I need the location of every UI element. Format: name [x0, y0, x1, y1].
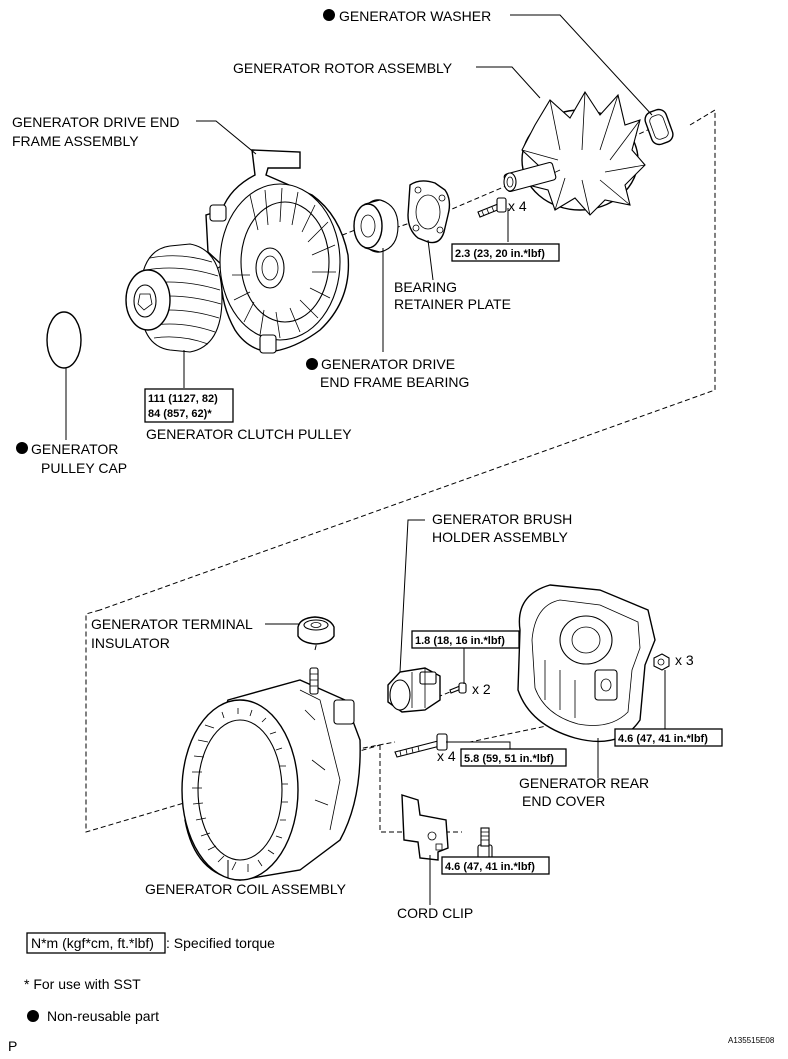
torque-pulley-line1: 111 (1127, 82) — [148, 393, 218, 405]
non-reusable-markers — [16, 9, 335, 1022]
generator-washer-part — [644, 108, 674, 146]
drive-end-frame-bearing-part — [353, 199, 399, 253]
label-bearing-retainer-line2: RETAINER PLATE — [394, 296, 511, 312]
label-pulley-cap-line2: PULLEY CAP — [41, 460, 127, 476]
generator-brush-holder-part — [387, 667, 441, 713]
brush-holder-screw-part — [449, 682, 467, 694]
torque-pulley-line2: 84 (857, 62)* — [148, 408, 212, 420]
generator-rear-end-cover-part — [517, 584, 656, 743]
footer: P A135515E08 — [8, 1036, 775, 1054]
label-cord-clip: CORD CLIP — [397, 905, 473, 921]
legend-torque-description: : Specified torque — [166, 935, 275, 951]
text-labels: GENERATOR WASHER GENERATOR ROTOR ASSEMBL… — [12, 8, 649, 921]
label-terminal-insulator-line1: GENERATOR TERMINAL — [91, 616, 253, 632]
generator-coil-assembly-part — [181, 667, 361, 881]
label-generator-clutch-pulley: GENERATOR CLUTCH PULLEY — [146, 426, 352, 442]
label-drive-end-frame-bearing-line2: END FRAME BEARING — [320, 374, 469, 390]
footer-left-code: P — [8, 1038, 17, 1054]
label-bearing-retainer-line1: BEARING — [394, 279, 457, 295]
torque-retainer-bolts: 2.3 (23, 20 in.*lbf) — [455, 248, 545, 260]
torque-values: 2.3 (23, 20 in.*lbf) 111 (1127, 82) 84 (… — [148, 248, 708, 873]
leader-lines — [65, 14, 666, 905]
generator-clutch-pulley-part — [125, 243, 223, 353]
non-reusable-dot-bearing — [306, 358, 318, 370]
label-generator-rotor-assembly: GENERATOR ROTOR ASSEMBLY — [233, 60, 453, 76]
quantity-labels: x 4 x 2 x 3 x 4 — [437, 198, 694, 764]
cord-clip-part — [401, 794, 449, 861]
label-pulley-cap-line1: GENERATOR — [31, 441, 118, 457]
through-bolt-part — [394, 733, 448, 758]
label-rear-end-cover-line1: GENERATOR REAR — [519, 775, 649, 791]
rear-cover-nut-part — [653, 653, 670, 671]
torque-through-bolts: 5.8 (59, 51 in.*lbf) — [464, 753, 554, 765]
qty-rear-cover-nuts: x 3 — [675, 652, 694, 668]
label-rear-end-cover-line2: END COVER — [522, 793, 605, 809]
non-reusable-dot-pulley-cap — [16, 442, 28, 454]
generator-terminal-insulator-part — [297, 616, 335, 645]
torque-boxes — [26, 243, 723, 954]
torque-cord-clip-bolt: 4.6 (47, 41 in.*lbf) — [445, 861, 535, 873]
qty-brush-holder-screws: x 2 — [472, 681, 491, 697]
generator-pulley-cap-part — [46, 311, 82, 369]
label-generator-washer: GENERATOR WASHER — [339, 8, 491, 24]
qty-retainer-bolts: x 4 — [508, 198, 527, 214]
footer-figure-code: A135515E08 — [728, 1036, 775, 1045]
drive-end-frame-part — [205, 149, 350, 354]
bearing-retainer-plate-part — [407, 180, 451, 244]
non-reusable-dot-washer — [323, 9, 335, 21]
legend-sst-note: * For use with SST — [24, 976, 141, 992]
torque-brush-holder: 1.8 (18, 16 in.*lbf) — [415, 635, 505, 647]
legend: N*m (kgf*cm, ft.*lbf) : Specified torque… — [24, 935, 275, 1024]
retainer-bolt-part — [477, 197, 507, 218]
label-drive-end-frame-line2: FRAME ASSEMBLY — [12, 133, 139, 149]
legend-torque-units: N*m (kgf*cm, ft.*lbf) — [31, 935, 154, 951]
generator-rotor-part — [503, 90, 646, 216]
torque-rear-cover-nuts: 4.6 (47, 41 in.*lbf) — [618, 733, 708, 745]
label-generator-coil-assembly: GENERATOR COIL ASSEMBLY — [145, 881, 347, 897]
non-reusable-dot-legend — [27, 1010, 39, 1022]
label-drive-end-frame-bearing-line1: GENERATOR DRIVE — [321, 356, 455, 372]
label-terminal-insulator-line2: INSULATOR — [91, 635, 170, 651]
label-brush-holder-line2: HOLDER ASSEMBLY — [432, 529, 569, 545]
qty-through-bolts: x 4 — [437, 748, 456, 764]
legend-non-reusable: Non-reusable part — [47, 1008, 159, 1024]
label-brush-holder-line1: GENERATOR BRUSH — [432, 511, 572, 527]
cord-clip-bolt-part — [477, 827, 493, 860]
label-drive-end-frame-line1: GENERATOR DRIVE END — [12, 114, 180, 130]
